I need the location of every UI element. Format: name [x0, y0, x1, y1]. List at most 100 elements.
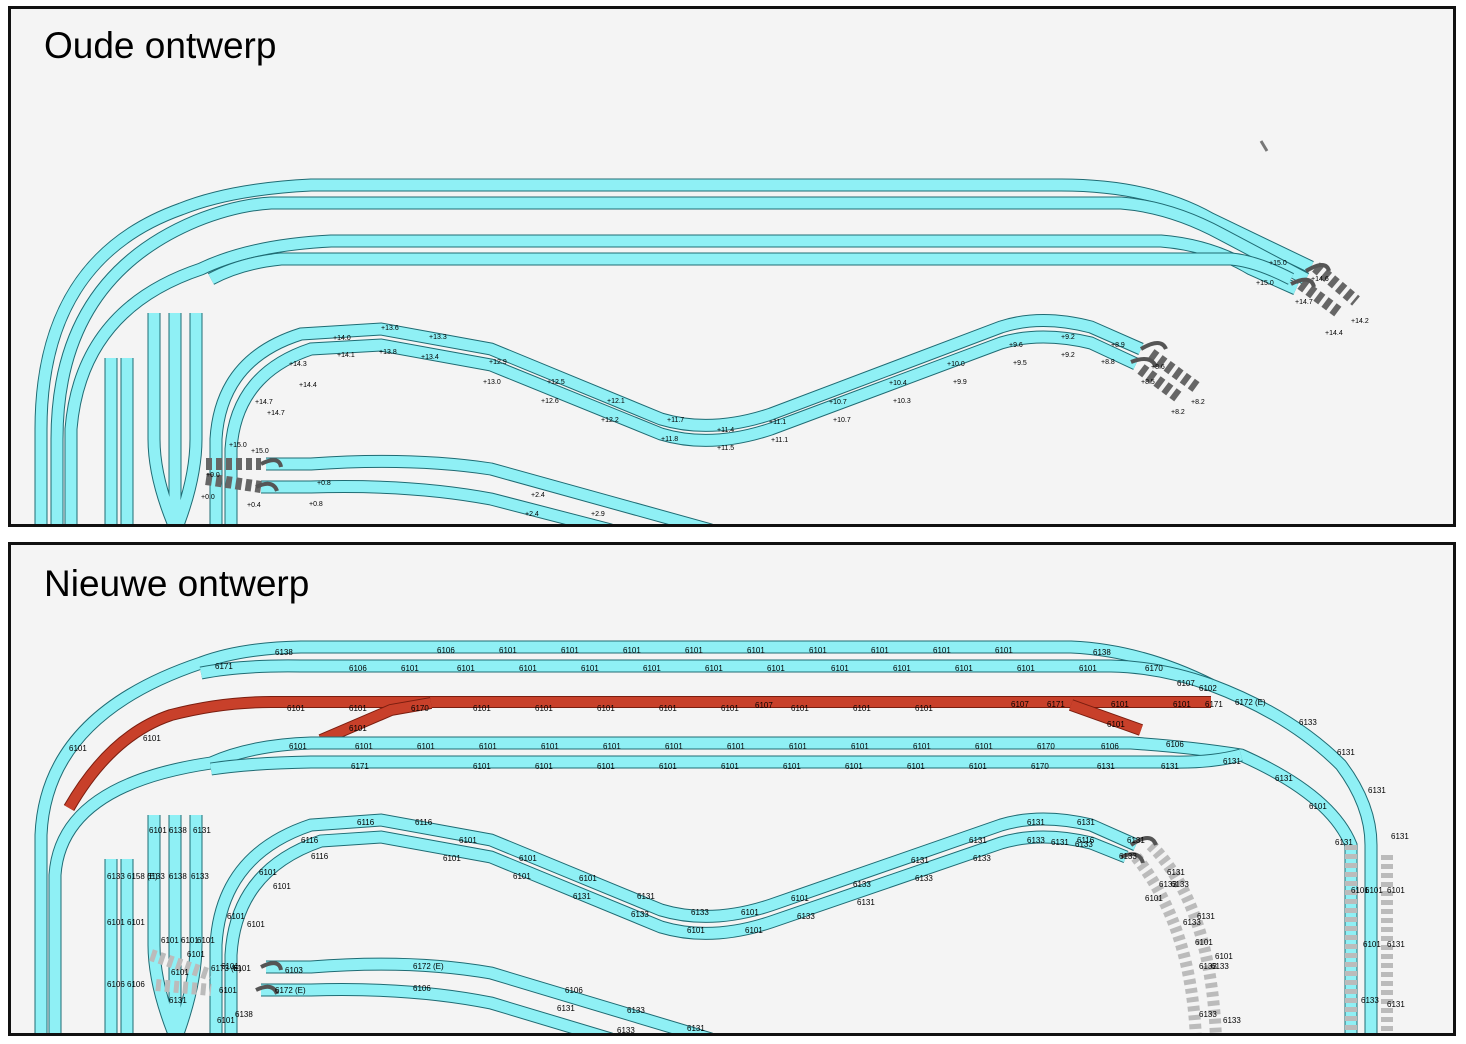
height-label: +13.4	[421, 354, 439, 361]
track-part-label: 6101	[107, 918, 125, 927]
track-part-label: 6133	[1159, 880, 1177, 889]
track-part-label: 6101	[791, 704, 809, 713]
track-part-label: 6170	[1031, 762, 1049, 771]
track-part-label: 6101	[995, 646, 1013, 655]
height-label: +12.9	[489, 359, 507, 366]
track-part-label: 6101	[871, 646, 889, 655]
track-part-label: 6101	[975, 742, 993, 751]
track-part-label: 6101	[767, 664, 785, 673]
height-label: +15.0	[1256, 280, 1274, 287]
track-part-label: 6101	[579, 874, 597, 883]
height-label: +8.8	[1101, 359, 1115, 366]
track-part-label: 6116	[415, 818, 433, 827]
track-part-label: 6131	[1391, 832, 1409, 841]
track-part-label: 6171	[215, 662, 233, 671]
track-part-label: 6106	[565, 986, 583, 995]
height-label: +14.7	[255, 399, 273, 406]
track-part-label: 6133	[627, 1006, 645, 1015]
track-part-label: 6101	[233, 964, 251, 973]
track-part-label: 6170	[1145, 664, 1163, 673]
height-label: +13.0	[483, 379, 501, 386]
track-part-label: 6133	[1361, 996, 1379, 1005]
new-design-panel: Nieuwe ontwerp	[8, 542, 1456, 1036]
height-label: +0.0	[201, 494, 215, 501]
track-part-label: 6101	[289, 742, 307, 751]
track-part-label: 6170	[411, 704, 429, 713]
track-part-label: 6101	[247, 920, 265, 929]
track-part-label: 6171	[1047, 700, 1065, 709]
track-part-label: 6133	[617, 1026, 635, 1035]
track-part-label: 6131	[1335, 838, 1353, 847]
track-part-label: 6101	[221, 962, 239, 971]
track-part-label: 6131	[1097, 762, 1115, 771]
track-part-label: 6133	[1211, 962, 1229, 971]
track-part-label: 6101	[913, 742, 931, 751]
height-label: +9.2	[1061, 352, 1075, 359]
track-part-label: 6101	[969, 762, 987, 771]
track-part-label: 6170	[1037, 742, 1055, 751]
track-part-label: 6101	[1107, 720, 1125, 729]
track-part-label: 6131	[557, 1004, 575, 1013]
track-part-label: 6101	[1079, 664, 1097, 673]
height-label: +13.6	[381, 325, 399, 332]
track-part-label: 6101	[219, 986, 237, 995]
track-part-label: 6102	[1199, 684, 1217, 693]
track-part-label: 6101	[143, 734, 161, 743]
track-part-label: 6138	[169, 826, 187, 835]
track-part-label: 6101	[459, 836, 477, 845]
height-label: +9.6	[1009, 342, 1023, 349]
height-label: +14.6	[1311, 276, 1329, 283]
track-part-label: 6101	[581, 664, 599, 673]
track-part-label: 6171	[1205, 700, 1223, 709]
height-label: +12.1	[607, 398, 625, 405]
track-part-label: 6131	[1127, 836, 1145, 845]
track-part-label: 6101	[933, 646, 951, 655]
track-part-label: 6131	[1027, 818, 1045, 827]
track-part-label: 6101	[473, 704, 491, 713]
height-label: +13.3	[429, 334, 447, 341]
track-part-label: 6133	[1199, 1010, 1217, 1019]
track-part-label: 6101	[907, 762, 925, 771]
track-part-label: 6101	[659, 704, 677, 713]
height-label: +15.0	[229, 442, 247, 449]
track-part-label: 6172 (E)	[413, 962, 444, 971]
track-part-label: 6106	[413, 984, 431, 993]
track-part-label: 6131	[1368, 786, 1386, 795]
track-part-label: 6101	[747, 646, 765, 655]
track-part-label: 6101	[149, 826, 167, 835]
track-part-label: 6172 (E)	[275, 986, 306, 995]
track-part-label: 6101	[473, 762, 491, 771]
track-part-label: 6101	[623, 646, 641, 655]
track-part-label: 6131	[193, 826, 211, 835]
track-part-label: 6133	[1183, 918, 1201, 927]
height-label: +8.9	[1111, 342, 1125, 349]
height-label: +13.8	[379, 349, 397, 356]
track-part-label: 6106	[1166, 740, 1184, 749]
track-part-label: 6131	[687, 1024, 705, 1033]
track-part-label: 6101	[1215, 952, 1233, 961]
track-part-label: 6101	[721, 762, 739, 771]
track-part-label: 6138	[169, 872, 187, 881]
track-part-label: 6133	[1199, 962, 1217, 971]
track-part-label: 6107	[1011, 700, 1029, 709]
track-part-label: 6131	[1387, 1000, 1405, 1009]
track-part-label: 6133	[631, 910, 649, 919]
track-part-label: 6101	[955, 664, 973, 673]
track-part-label: 6133	[191, 872, 209, 881]
track-part-label: 6101	[915, 704, 933, 713]
track-part-label: 6101	[479, 742, 497, 751]
track-part-label: 6131	[1337, 748, 1355, 757]
track-part-label: 6101	[259, 868, 277, 877]
track-part-label: 6101	[809, 646, 827, 655]
track-part-label: 6101	[1351, 886, 1369, 895]
track-part-label: 6158 (E)	[127, 872, 158, 881]
track-part-label: 6103	[285, 966, 303, 975]
track-part-label: 6133	[107, 872, 125, 881]
track-part-label: 6133	[147, 872, 165, 881]
track-part-label: 6101	[1173, 700, 1191, 709]
height-label: +14.7	[1295, 299, 1313, 306]
track-part-label: 6116	[357, 818, 375, 827]
track-part-label: 6101	[161, 936, 179, 945]
track-part-label: 6101	[893, 664, 911, 673]
